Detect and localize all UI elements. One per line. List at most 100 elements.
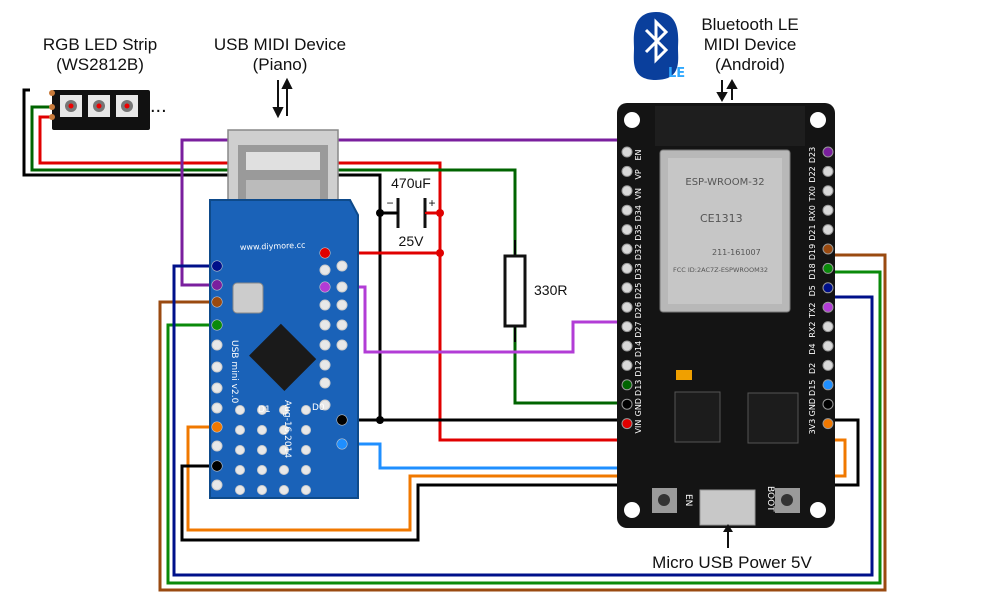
- esp32-pin-label-rx2: RX2: [808, 322, 817, 338]
- esp32-pin-left-vn: [621, 185, 633, 197]
- esp32-pin-left-vin: [621, 418, 633, 430]
- ble-sub: (Android): [715, 55, 785, 74]
- esp32-module-label: ESP-WROOM-32: [685, 177, 764, 188]
- esp32-pin-right-d23: [822, 146, 834, 158]
- wire-green: [166, 270, 882, 585]
- mini-silk-top: www.diymore.cc: [240, 241, 306, 252]
- usb-midi-title: USB MIDI Device: [214, 35, 346, 54]
- esp32-pin-right-d21: [822, 224, 834, 236]
- led-strip-title: RGB LED Strip: [43, 35, 157, 54]
- esp32-pin-label-d34: D34: [634, 205, 643, 221]
- esp32-pin-left-d33: [621, 262, 633, 274]
- esp32-btn-en: EN: [683, 494, 693, 506]
- esp32-pin-left-d12: [621, 359, 633, 371]
- mini-silk-date: Aug-16,2014: [282, 400, 292, 458]
- esp32-pin-label-tx0: TX0: [808, 186, 817, 202]
- esp32-pin-right-d4: [822, 340, 834, 352]
- cap-voltage: 25V: [399, 233, 425, 249]
- ble-logo-text: LE: [668, 66, 685, 81]
- wire-black-mini: [180, 418, 860, 542]
- esp32-pin-left-d27: [621, 321, 633, 333]
- esp32-pin-right-d15: [822, 379, 834, 391]
- power-arrow-head: [723, 524, 733, 532]
- esp32-pin-label-d23: D23: [808, 147, 817, 163]
- esp32-pin-label-d14: D14: [634, 341, 643, 357]
- capacitor: 470uF 25V − +: [380, 175, 440, 249]
- esp32-pin-label-d35: D35: [634, 224, 643, 240]
- esp32-pin-label-gnd: GND: [808, 398, 817, 416]
- led-strip: ...: [49, 90, 167, 130]
- esp32-pin-left-d13: [621, 379, 633, 391]
- esp32-pin-label-d4: D4: [808, 343, 817, 354]
- esp32-pin-right-d19: [822, 243, 834, 255]
- cap-value: 470uF: [391, 175, 431, 191]
- esp32-ce-mark: CE1313: [700, 212, 743, 225]
- esp32-pin-left-d14: [621, 340, 633, 352]
- mini-silk-model: USB mini v2.0: [229, 340, 239, 404]
- esp32-pin-label-en: EN: [634, 149, 643, 160]
- esp32-btn-boot: BOOT: [765, 486, 775, 512]
- esp32-pin-left-d32: [621, 243, 633, 255]
- power-label: Micro USB Power 5V: [652, 553, 812, 572]
- cap-plus: +: [428, 196, 435, 210]
- esp32-pin-label-d22: D22: [808, 166, 817, 182]
- led-strip-more: ...: [150, 95, 167, 117]
- esp32-pin-left-en: [621, 146, 633, 158]
- esp32-pin-label-gnd: GND: [634, 398, 643, 416]
- esp32-left-pins: ENVPVND34D35D32D33D25D26D27D14D12D13GNDV…: [621, 146, 643, 434]
- esp32-pin-left-vp: [621, 165, 633, 177]
- esp32-pin-left-gnd: [621, 398, 633, 410]
- wire-orange: [186, 425, 847, 532]
- esp32-pin-label-3v3: 3V3: [808, 419, 817, 435]
- esp32-pin-label-d32: D32: [634, 244, 643, 260]
- esp32-pin-right-d22: [822, 165, 834, 177]
- mini-pin-d1: D1: [258, 405, 271, 415]
- esp32-pin-label-tx2: TX2: [808, 302, 817, 318]
- wire-brown: [158, 253, 887, 592]
- usb-midi-arrows-icon: [272, 77, 293, 119]
- ble-title-line1: Bluetooth LE: [701, 15, 798, 34]
- ble-title-line2: MIDI Device: [704, 35, 797, 54]
- esp32-pin-label-d2: D2: [808, 363, 817, 374]
- esp32-pin-right-tx0: [822, 185, 834, 197]
- esp32-pin-right-tx2: [822, 301, 834, 313]
- esp32-pin-right-rx0: [822, 204, 834, 216]
- esp32-ic-code: 211-161007: [712, 248, 761, 257]
- esp32-pin-label-d5: D5: [808, 285, 817, 296]
- esp32-pin-label-vn: VN: [634, 188, 643, 199]
- esp32-fcc: FCC ID:2AC7Z-ESPWROOM32: [673, 266, 768, 274]
- esp32-pin-right-rx2: [822, 321, 834, 333]
- cap-minus: −: [386, 196, 393, 210]
- esp32-board: ESP-WROOM-32 CE1313 211-161007 FCC ID:2A…: [617, 103, 835, 528]
- esp32-pin-label-d25: D25: [634, 283, 643, 299]
- esp32-pin-left-d34: [621, 204, 633, 216]
- esp32-pin-label-d13: D13: [634, 380, 643, 396]
- led-strip-model: (WS2812B): [56, 55, 144, 74]
- esp32-pin-label-d19: D19: [808, 244, 817, 260]
- wire-navy: [172, 264, 874, 577]
- wire-led-black: [22, 88, 625, 422]
- esp32-pin-left-d25: [621, 282, 633, 294]
- resistor: 330R: [503, 254, 567, 328]
- esp32-pin-label-d12: D12: [634, 360, 643, 376]
- esp32-pin-label-d27: D27: [634, 321, 643, 337]
- esp32-pin-label-d18: D18: [808, 263, 817, 279]
- esp32-pin-label-d15: D15: [808, 380, 817, 396]
- esp32-pin-right-3v3: [822, 418, 834, 430]
- bluetooth-le-icon: LE: [633, 12, 685, 81]
- mini-pin-d0: D0: [312, 403, 325, 413]
- esp32-right-pins: D23D22TX0RX0D21D19D18D5TX2RX2D4D2D15GND3…: [808, 146, 834, 435]
- resistor-value: 330R: [534, 282, 567, 298]
- esp32-pin-right-d2: [822, 359, 834, 371]
- esp32-pin-right-d5: [822, 282, 834, 294]
- esp32-pin-label-rx0: RX0: [808, 205, 817, 221]
- arduino-mini-board: www.diymore.cc USB mini v2.0 Aug-16,2014…: [209, 129, 359, 499]
- esp32-pin-label-vin: VIN: [634, 420, 643, 434]
- esp32-pin-right-d18: [822, 262, 834, 274]
- esp32-pin-right-gnd: [822, 398, 834, 410]
- usb-midi-sub: (Piano): [253, 55, 308, 74]
- esp32-pin-left-d35: [621, 224, 633, 236]
- esp32-pin-label-d26: D26: [634, 302, 643, 318]
- junctions: [376, 209, 444, 424]
